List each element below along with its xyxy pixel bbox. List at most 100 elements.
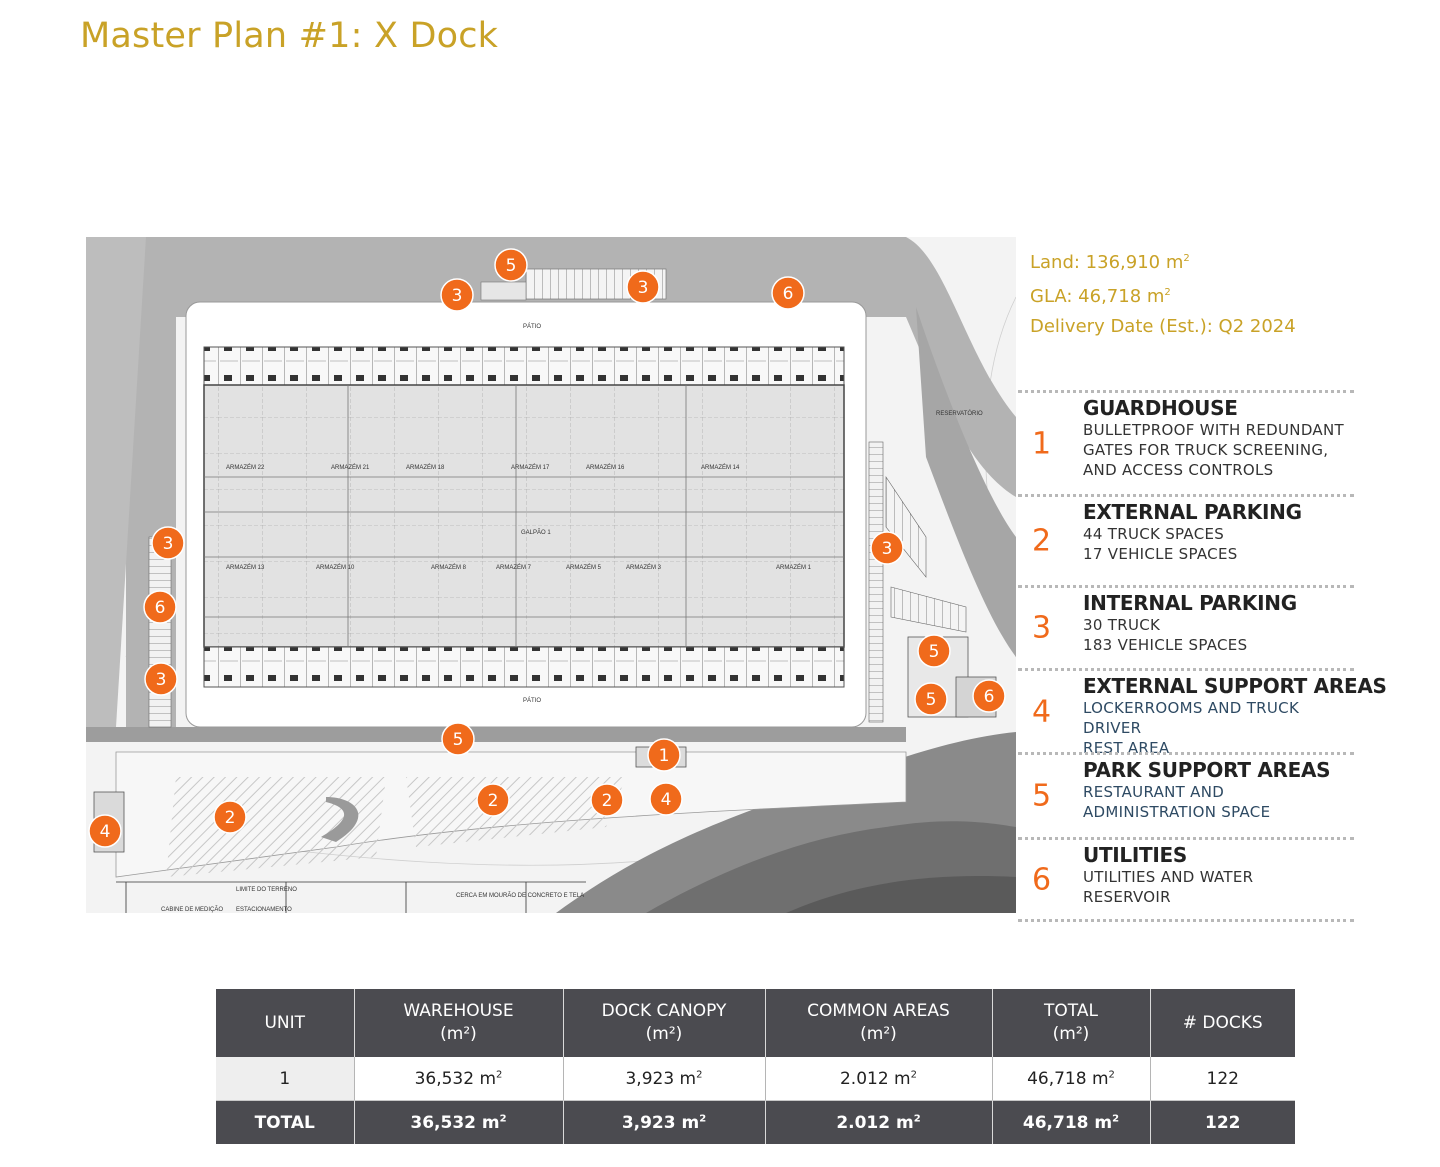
svg-text:6: 6 [984, 687, 995, 707]
cabine-label: CABINE DE MEDIÇÃO [161, 906, 223, 913]
legend-description: RESTAURANT AND ADMINISTRATION SPACE [1083, 783, 1271, 821]
table-row-total: TOTAL 36,532 m2 3,923 m2 2.012 m2 46,718… [216, 1100, 1295, 1144]
svg-text:5: 5 [929, 642, 940, 662]
cell-total: 46,718 m2 [992, 1057, 1151, 1101]
svg-text:ARMAZÉM 8: ARMAZÉM 8 [431, 564, 467, 571]
svg-text:3: 3 [452, 286, 463, 306]
svg-text:5: 5 [506, 256, 517, 276]
cell-dock-canopy: 3,923 m2 [563, 1100, 766, 1144]
plan-marker-3: 3 [440, 278, 474, 312]
delivery-date: Delivery Date (Est.): Q2 2024 [1030, 316, 1296, 337]
site-plan: ARMAZÉM 22 ARMAZÉM 21 ARMAZÉM 18 ARMAZÉM… [86, 237, 1016, 913]
svg-text:4: 4 [100, 822, 111, 842]
estacionamento-label: ESTACIONAMENTO [236, 907, 292, 913]
svg-text:ARMAZÉM 3: ARMAZÉM 3 [626, 564, 662, 571]
patio-top-label: PÁTIO [523, 323, 541, 330]
cell-docks: 122 [1150, 1057, 1295, 1101]
legend-item-guardhouse: 1 GUARDHOUSE BULLETPROOF WITH REDUNDANT … [1018, 390, 1354, 494]
table-header-row: UNIT WAREHOUSE(m²) DOCK CANOPY(m²) COMMO… [216, 989, 1295, 1057]
plan-marker-6: 6 [972, 679, 1006, 713]
plan-marker-6: 6 [143, 590, 177, 624]
legend-item-park-support: 5 PARK SUPPORT AREAS RESTAURANT AND ADMI… [1018, 752, 1354, 837]
plan-marker-3: 3 [144, 662, 178, 696]
svg-text:ARMAZÉM 5: ARMAZÉM 5 [566, 564, 602, 571]
svg-text:3: 3 [163, 534, 174, 554]
plan-marker-6: 6 [771, 276, 805, 310]
cell-common-areas: 2.012 m2 [765, 1100, 993, 1144]
svg-text:1: 1 [659, 746, 670, 766]
plan-marker-2: 2 [476, 783, 510, 817]
plan-marker-4: 4 [88, 814, 122, 848]
cell-unit: 1 [216, 1057, 355, 1101]
plan-marker-3: 3 [626, 270, 660, 304]
cell-docks: 122 [1150, 1100, 1295, 1144]
area-table: UNIT WAREHOUSE(m²) DOCK CANOPY(m²) COMMO… [216, 989, 1295, 1144]
svg-text:ARMAZÉM 16: ARMAZÉM 16 [586, 464, 625, 471]
svg-text:ARMAZÉM 10: ARMAZÉM 10 [316, 564, 355, 571]
land-area: Land: 136,910 m2 [1030, 252, 1190, 273]
svg-text:2: 2 [602, 791, 613, 811]
legend-number: 6 [1032, 862, 1052, 897]
legend-number: 1 [1032, 426, 1052, 461]
plan-marker-2: 2 [590, 783, 624, 817]
plan-marker-5: 5 [917, 634, 951, 668]
legend-number: 4 [1032, 694, 1052, 729]
column-header-warehouse: WAREHOUSE(m²) [354, 989, 564, 1057]
cell-unit: TOTAL [216, 1100, 355, 1144]
cell-warehouse: 36,532 m2 [354, 1100, 564, 1144]
column-header-total: TOTAL(m²) [992, 989, 1151, 1057]
cell-warehouse: 36,532 m2 [354, 1057, 564, 1101]
page-title: Master Plan #1: X Dock [80, 16, 499, 56]
cell-total: 46,718 m2 [992, 1100, 1151, 1144]
gla-area: GLA: 46,718 m2 [1030, 286, 1171, 307]
column-header-dock-canopy: DOCK CANOPY(m²) [563, 989, 766, 1057]
plan-marker-1: 1 [647, 738, 681, 772]
svg-text:3: 3 [156, 670, 167, 690]
limite-terreno-label: LIMITE DO TERRENO [236, 887, 297, 893]
legend-title: EXTERNAL PARKING [1083, 500, 1302, 524]
svg-text:2: 2 [225, 808, 236, 828]
cerca-label: CERCA EM MOURÃO DE CONCRETO E TELA [456, 892, 584, 899]
svg-text:ARMAZÉM 7: ARMAZÉM 7 [496, 564, 532, 571]
table-row: 1 36,532 m2 3,923 m2 2.012 m2 46,718 m2 … [216, 1057, 1295, 1101]
legend-item-utilities: 6 UTILITIES UTILITIES AND WATER RESERVOI… [1018, 837, 1354, 922]
svg-text:ARMAZÉM 21: ARMAZÉM 21 [331, 464, 370, 471]
svg-text:3: 3 [882, 539, 893, 559]
legend-title: INTERNAL PARKING [1083, 591, 1297, 615]
svg-text:6: 6 [783, 284, 794, 304]
svg-text:ARMAZÉM 14: ARMAZÉM 14 [701, 464, 740, 471]
legend-description: 30 TRUCK 183 VEHICLE SPACES [1083, 616, 1248, 654]
legend-title: UTILITIES [1083, 843, 1187, 867]
svg-text:6: 6 [155, 598, 166, 618]
legend-description: 44 TRUCK SPACES 17 VEHICLE SPACES [1083, 525, 1238, 563]
svg-text:5: 5 [453, 730, 464, 750]
legend-number: 5 [1032, 778, 1052, 814]
legend-item-external-parking: 2 EXTERNAL PARKING 44 TRUCK SPACES 17 VE… [1018, 494, 1354, 585]
svg-text:3: 3 [638, 278, 649, 298]
plan-marker-5: 5 [494, 248, 528, 282]
legend-description: LOCKERROOMS AND TRUCK DRIVER REST AREA [1083, 699, 1300, 757]
cell-dock-canopy: 3,923 m2 [563, 1057, 766, 1101]
legend-item-external-support: 4 EXTERNAL SUPPORT AREAS LOCKERROOMS AND… [1018, 668, 1387, 757]
svg-text:ARMAZÉM 1: ARMAZÉM 1 [776, 564, 812, 571]
plan-marker-3: 3 [870, 531, 904, 565]
svg-text:4: 4 [661, 790, 672, 810]
legend-description: BULLETPROOF WITH REDUNDANT GATES FOR TRU… [1083, 421, 1344, 479]
column-header-common-areas: COMMON AREAS(m²) [765, 989, 993, 1057]
reservatorio-label: RESERVATÓRIO [936, 410, 983, 417]
legend-description: UTILITIES AND WATER RESERVOIR [1083, 868, 1254, 906]
svg-text:ARMAZÉM 17: ARMAZÉM 17 [511, 464, 550, 471]
legend-number: 2 [1032, 523, 1052, 559]
legend-title: PARK SUPPORT AREAS [1083, 758, 1331, 782]
plan-marker-4: 4 [649, 782, 683, 816]
patio-bottom-label: PÁTIO [523, 697, 541, 704]
legend-item-internal-parking: 3 INTERNAL PARKING 30 TRUCK 183 VEHICLE … [1018, 585, 1354, 668]
legend-title: GUARDHOUSE [1083, 396, 1238, 420]
plan-marker-2: 2 [213, 800, 247, 834]
project-stats: Land: 136,910 m2 GLA: 46,718 m2 Delivery… [1030, 245, 1296, 347]
legend-number: 3 [1032, 610, 1052, 646]
column-header-docks: # DOCKS [1150, 989, 1295, 1057]
svg-text:5: 5 [926, 690, 937, 710]
galpao-label: GALPÃO 1 [521, 529, 551, 536]
svg-text:ARMAZÉM 18: ARMAZÉM 18 [406, 464, 445, 471]
